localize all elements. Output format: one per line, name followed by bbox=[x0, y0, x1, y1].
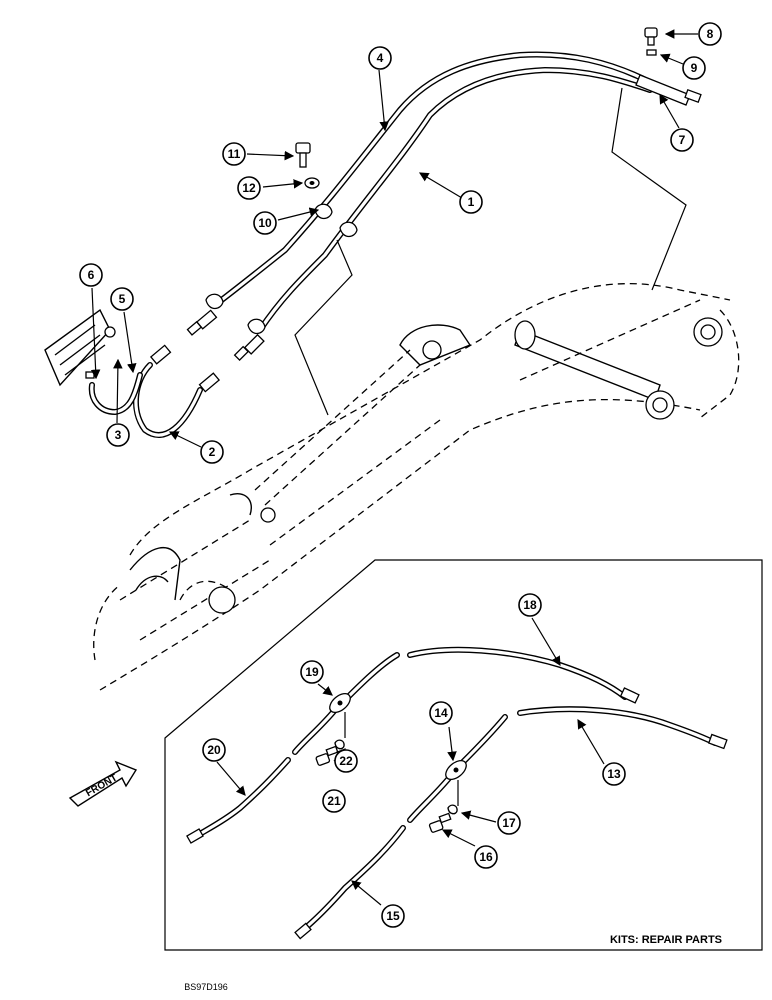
callout-12: 12 bbox=[237, 176, 261, 200]
boom-outline bbox=[93, 283, 740, 691]
svg-text:16: 16 bbox=[479, 850, 493, 864]
front-label: FRONT bbox=[84, 772, 119, 799]
front-arrow: FRONT bbox=[68, 760, 138, 807]
svg-text:5: 5 bbox=[119, 292, 126, 306]
tube-1 bbox=[257, 66, 653, 333]
callout-21: 21 bbox=[322, 789, 346, 813]
clamp-10 bbox=[205, 203, 358, 335]
drawing-code: BS97D196 bbox=[184, 982, 228, 992]
hose-2 bbox=[132, 362, 203, 438]
kit-tube-19-section bbox=[292, 652, 400, 755]
svg-text:22: 22 bbox=[339, 754, 353, 768]
svg-text:20: 20 bbox=[207, 743, 221, 757]
svg-text:10: 10 bbox=[258, 216, 272, 230]
callout-5: 5 bbox=[110, 287, 134, 311]
bolt-8 bbox=[644, 27, 658, 46]
svg-text:7: 7 bbox=[679, 133, 686, 147]
callout-9: 9 bbox=[682, 56, 706, 80]
callout-14: 14 bbox=[429, 701, 453, 725]
callout-15: 15 bbox=[381, 904, 405, 928]
tube-fittings bbox=[149, 309, 265, 393]
callout-7: 7 bbox=[670, 128, 694, 152]
svg-text:3: 3 bbox=[115, 428, 122, 442]
callout-10: 10 bbox=[253, 211, 277, 235]
kit-tube-20 bbox=[186, 757, 291, 844]
kit-tube-15 bbox=[294, 825, 406, 940]
svg-text:12: 12 bbox=[242, 181, 256, 195]
callout-20: 20 bbox=[202, 738, 226, 762]
kit-washer-22 bbox=[334, 739, 345, 750]
svg-text:6: 6 bbox=[88, 268, 95, 282]
svg-text:8: 8 bbox=[707, 27, 714, 41]
callout-6: 6 bbox=[79, 263, 103, 287]
callout-4: 4 bbox=[368, 46, 392, 70]
tube-4 bbox=[212, 51, 653, 308]
callout-17: 17 bbox=[497, 811, 521, 835]
svg-text:4: 4 bbox=[377, 51, 384, 65]
callout-3: 3 bbox=[106, 423, 130, 447]
kit-box bbox=[164, 559, 763, 951]
callout-8: 8 bbox=[698, 22, 722, 46]
callout-19: 19 bbox=[300, 660, 324, 684]
svg-text:11: 11 bbox=[228, 147, 241, 161]
svg-text:13: 13 bbox=[607, 767, 621, 781]
svg-text:2: 2 bbox=[209, 445, 216, 459]
boom-cylinder bbox=[129, 317, 723, 614]
arm-bracket bbox=[44, 308, 116, 387]
kit-washer-17 bbox=[447, 804, 458, 815]
callout-22: 22 bbox=[334, 749, 358, 773]
callout-16: 16 bbox=[474, 845, 498, 869]
svg-text:17: 17 bbox=[502, 816, 516, 830]
callout-11: 11 bbox=[222, 142, 246, 166]
callout-1: 1 bbox=[459, 190, 483, 214]
kit-bolt-16 bbox=[428, 812, 452, 833]
callout-2: 2 bbox=[200, 440, 224, 464]
svg-text:19: 19 bbox=[305, 665, 319, 679]
kit-tube-18 bbox=[407, 646, 640, 704]
svg-text:21: 21 bbox=[327, 794, 341, 808]
fitting-7 bbox=[635, 74, 702, 106]
washer-12 bbox=[304, 177, 320, 189]
callout-leaders bbox=[90, 29, 698, 906]
callout-18: 18 bbox=[518, 593, 542, 617]
bolt-11 bbox=[295, 142, 311, 168]
callout-13: 13 bbox=[602, 762, 626, 786]
washer-9 bbox=[646, 49, 657, 56]
kit-label: KITS: REPAIR PARTS bbox=[610, 934, 722, 946]
svg-text:1: 1 bbox=[468, 195, 475, 209]
svg-text:18: 18 bbox=[523, 598, 537, 612]
svg-text:14: 14 bbox=[434, 706, 448, 720]
svg-text:15: 15 bbox=[386, 909, 400, 923]
svg-text:9: 9 bbox=[691, 61, 698, 75]
kit-tube-13 bbox=[517, 706, 728, 750]
hose-5 bbox=[88, 372, 143, 416]
kit-bolt-21 bbox=[315, 745, 339, 766]
kit-tube-14-section bbox=[407, 714, 508, 823]
